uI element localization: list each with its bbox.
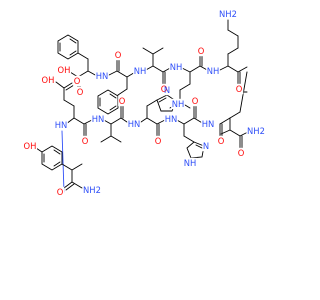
phe1-benzene-ring [57,34,89,72]
label-halo [217,135,226,147]
label-halo [154,135,163,147]
atom-o-val1: O [161,84,168,94]
atom-o-his2: O [192,96,199,106]
atom-nh-his2: HN [165,114,178,124]
atom-nh-his1: HN [128,119,141,129]
atom-labels: NH2 OH O HN O NH O NH O NH O N NH N NH N… [24,9,265,197]
label-halo [191,95,200,107]
atom-nh-asn: HN [202,119,215,129]
atom-o-glu: O [82,136,89,146]
atom-o-lys: O [236,84,243,94]
label-halo [246,125,266,137]
atom-nh-lys: NH [207,66,220,76]
atom-oh-glu: OH [42,75,55,85]
label-halo [206,65,220,77]
label-halo [235,83,244,95]
label-halo [76,86,85,98]
atom-nh2-lysine: NH2 [219,9,237,19]
phe2-benzene-ring [97,89,119,115]
label-halo [169,61,183,73]
label-halo [56,64,72,76]
label-halo [114,49,123,61]
atom-o-his1: O [155,136,162,146]
atom-n-his1-ring: N [164,85,170,95]
atom-nh-glu: HN [55,120,68,130]
atom-nh-his1-ring: NH [172,99,185,109]
atom-o-phe2: O [115,50,122,60]
label-halo [164,113,178,125]
label-halo [54,119,68,131]
label-halo [73,75,82,87]
his2-imidazole-ring [186,141,205,159]
atom-n-his2-ring: N [203,141,209,151]
label-halo [183,157,197,169]
atom-nh-val1: NH [134,66,147,76]
tyr-phenol-ring [35,145,83,171]
label-halo [118,95,127,107]
label-halo [91,113,105,125]
label-halo [22,140,38,152]
atom-o-glu-acid: O [74,76,81,86]
label-halo [81,135,90,147]
atom-o-leu: O [198,46,205,56]
bond-lines [35,19,251,193]
label-halos [22,8,266,198]
label-halo [202,140,210,152]
atom-oh-tyr: OH [24,141,37,151]
peptide-structure-diagram: NH2 OH O HN O NH O NH O NH O N NH N NH N… [22,8,266,198]
label-halo [40,74,56,86]
atom-nh-his2-ring: NH [184,158,197,168]
atom-nh-leu: NH [170,62,183,72]
label-halo [197,45,206,57]
atom-nh2-tyr: NH2 [83,185,101,195]
label-halo [201,118,215,130]
atom-o-amide: O [238,148,245,158]
atom-nh-phe1: HN [96,71,109,81]
label-halo [56,186,65,198]
atom-oh-c-terminal: OH [58,65,71,75]
atom-nh2-amide: NH2 [247,126,265,136]
label-halo [82,184,102,196]
label-halo [127,118,141,130]
atom-o-c-terminal: O [77,87,84,97]
atom-o-asn: O [218,136,225,146]
atom-o-val2: O [119,96,126,106]
label-halo [163,84,171,96]
label-halo [95,70,109,82]
label-halo [133,65,147,77]
label-halo [237,147,246,159]
atom-nh-val2: HN [92,114,105,124]
atom-o-tyr: O [57,187,64,197]
label-halo [218,8,238,20]
label-halo [171,98,185,110]
